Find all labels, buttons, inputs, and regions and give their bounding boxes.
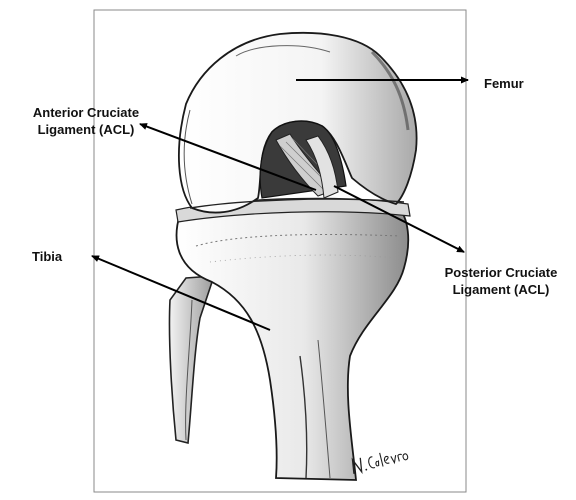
pcl-label: Posterior Cruciate Ligament (ACL) [428, 264, 574, 298]
tibia-label: Tibia [32, 248, 62, 265]
acl-label-line-1: Anterior Cruciate [5, 104, 167, 121]
femur-label: Femur [484, 75, 524, 92]
pcl-label-line-1: Posterior Cruciate [428, 264, 574, 281]
acl-label: Anterior Cruciate Ligament (ACL) [5, 104, 167, 138]
pcl-label-line-2: Ligament (ACL) [428, 281, 574, 298]
acl-label-line-2: Ligament (ACL) [5, 121, 167, 138]
